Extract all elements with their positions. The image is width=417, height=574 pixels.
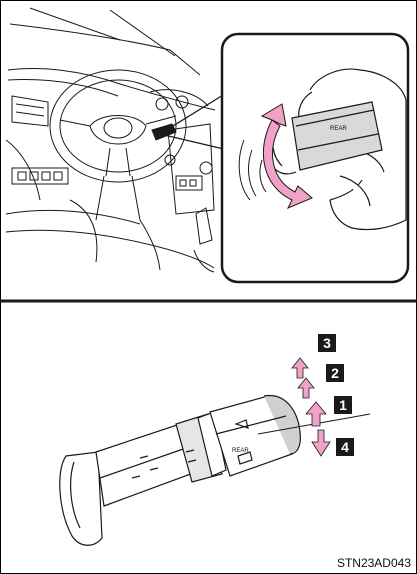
svg-text:4: 4 <box>341 439 349 455</box>
rear-label-detail: REAR <box>330 126 347 132</box>
detail-inset: REAR <box>222 34 408 282</box>
rear-label-lever: REAR <box>232 448 249 454</box>
badge-2: 2 <box>326 364 344 382</box>
arrow-position-2 <box>298 378 314 398</box>
badge-4: 4 <box>336 438 354 456</box>
arrow-position-3 <box>292 358 308 378</box>
badge-3: 3 <box>318 334 336 352</box>
wiper-lever-illustration <box>60 395 301 545</box>
svg-text:2: 2 <box>331 365 339 381</box>
figure-code: STN23AD043 <box>337 556 411 570</box>
arrow-position-4 <box>312 430 330 456</box>
svg-text:1: 1 <box>339 397 347 413</box>
badge-1: 1 <box>334 396 352 414</box>
dashboard-illustration <box>6 8 228 272</box>
svg-text:3: 3 <box>323 335 331 351</box>
